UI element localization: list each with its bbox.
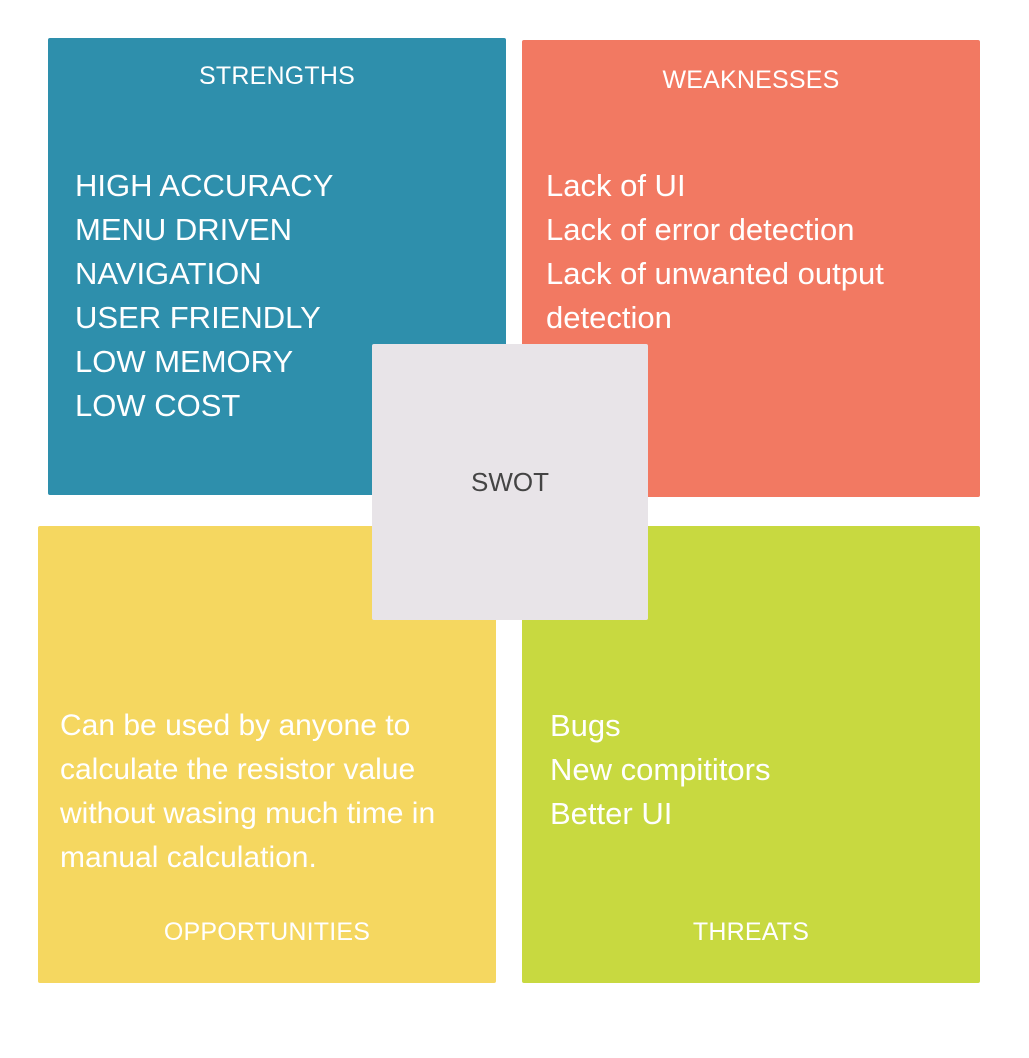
strengths-item: USER FRIENDLY: [75, 300, 321, 335]
weaknesses-list: Lack of UI Lack of error detection Lack …: [546, 164, 966, 340]
strengths-item: LOW MEMORY: [75, 344, 294, 379]
strengths-item: LOW COST: [75, 388, 241, 423]
threats-list: Bugs New compititors Better UI: [550, 704, 771, 836]
strengths-quadrant: STRENGTHS HIGH ACCURACY MENU DRIVEN NAVI…: [48, 38, 506, 495]
threats-title: THREATS: [692, 918, 810, 946]
weaknesses-item: Lack of unwanted output detection: [546, 256, 884, 335]
strengths-item: MENU DRIVEN: [75, 212, 293, 247]
threats-item: Bugs: [550, 708, 621, 743]
weaknesses-item: Lack of UI: [546, 168, 686, 203]
strengths-title: STRENGTHS: [199, 62, 355, 90]
opportunities-text: Can be used by anyone to calculate the r…: [60, 709, 436, 874]
strengths-item: NAVIGATION: [75, 256, 262, 291]
strengths-item: HIGH ACCURACY: [75, 168, 334, 203]
opportunities-quadrant: Can be used by anyone to calculate the r…: [38, 526, 496, 983]
weaknesses-item: Lack of error detection: [546, 212, 855, 247]
threats-item: New compititors: [550, 752, 771, 787]
swot-center-label: SWOT: [471, 466, 549, 497]
swot-center-box: SWOT: [372, 344, 648, 620]
threats-item: Better UI: [550, 796, 673, 831]
opportunities-title: OPPORTUNITIES: [163, 918, 371, 946]
weaknesses-title: WEAKNESSES: [662, 66, 840, 94]
strengths-list: HIGH ACCURACY MENU DRIVEN NAVIGATION USE…: [75, 164, 333, 428]
